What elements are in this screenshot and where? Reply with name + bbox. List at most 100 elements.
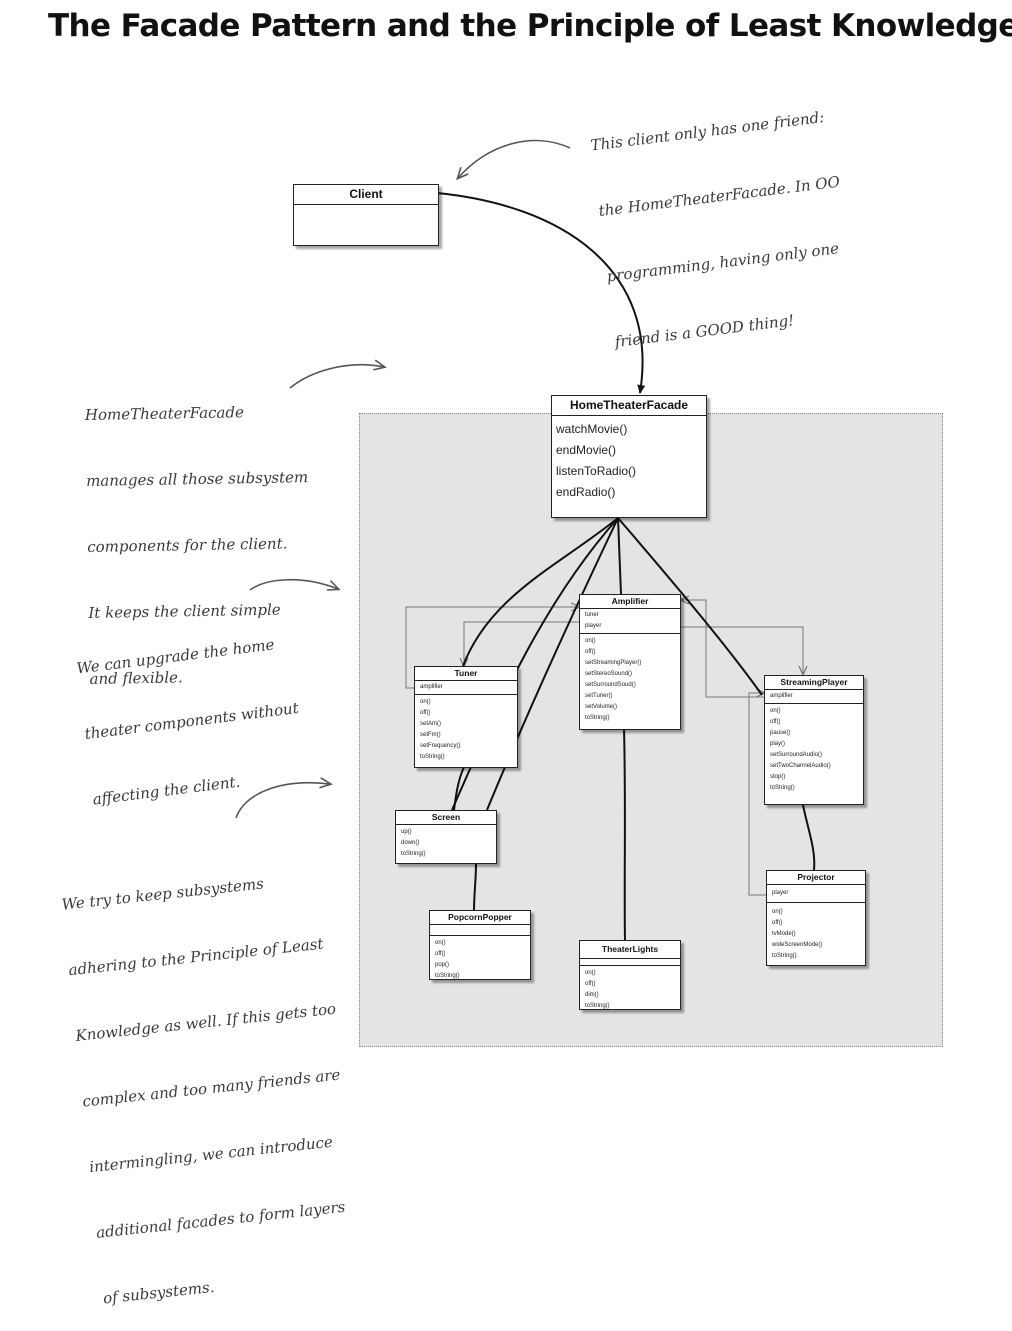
operation: on()	[770, 708, 781, 714]
screen-class: Screen up() down() toString()	[395, 810, 497, 864]
operation: down()	[401, 840, 420, 846]
subsystems-note: We try to keep subsystems adhering to th…	[56, 823, 367, 1331]
amplifier-tuner-dependency	[464, 621, 579, 666]
operation: tvMode()	[772, 931, 796, 937]
class-name: Projector	[767, 871, 865, 885]
operation: setStereoSound()	[585, 671, 633, 677]
subsystems-note-line: adhering to the Principle of Least	[67, 934, 325, 980]
operation: off()	[420, 710, 431, 716]
facade-note-line: manages all those subsystem	[85, 468, 309, 490]
upgrade-note: We can upgrade the home theater componen…	[70, 588, 311, 833]
operation: setSurroundSoud()	[585, 682, 636, 688]
tuner-class: Tuner amplifier on() off() setAm() setFm…	[414, 666, 518, 768]
client-note-line: This client only has one friend:	[589, 108, 826, 155]
facade-player-link	[617, 517, 763, 696]
facade-tuner-link	[462, 517, 619, 667]
projector-player-dependency	[748, 693, 766, 896]
operation: off()	[770, 719, 781, 725]
operation: setFm()	[420, 732, 441, 738]
subsystems-note-arrow	[235, 777, 333, 819]
class-name: Client	[294, 185, 438, 205]
operation: on()	[772, 909, 783, 915]
operation: up()	[401, 829, 412, 835]
upgrade-note-line: affecting the client.	[91, 772, 242, 809]
operation: toString()	[401, 851, 426, 857]
operation: endMovie()	[556, 443, 617, 457]
facade-class: HomeTheaterFacade watchMovie() endMovie(…	[551, 395, 707, 518]
subsystems-note-line: We try to keep subsystems	[60, 874, 265, 914]
operation: toString()	[435, 973, 460, 979]
operation: off()	[585, 981, 596, 987]
subsystems-note-line: Knowledge as well. If this gets too	[74, 999, 337, 1045]
class-name: HomeTheaterFacade	[552, 396, 706, 416]
operation: pop()	[435, 962, 450, 968]
operation: setSurroundAudio()	[770, 752, 823, 758]
subsystems-note-line: intermingling, we can introduce	[88, 1132, 334, 1177]
screen-popper-link	[473, 862, 477, 911]
page-title: The Facade Pattern and the Principle of …	[48, 8, 1012, 44]
facade-amplifier-link	[617, 517, 622, 595]
class-name: Tuner	[415, 667, 517, 681]
operation: endRadio()	[556, 485, 616, 499]
attribute: amplifier	[770, 693, 793, 699]
operation: wideScreenMode()	[772, 942, 823, 948]
theater-lights-class: TheaterLights on() off() dim() toString(…	[579, 940, 681, 1010]
operation: toString()	[585, 715, 610, 721]
operation: setFrequency()	[420, 743, 461, 749]
class-name: StreamingPlayer	[765, 676, 863, 690]
client-note-line: programming, having only one	[605, 239, 840, 286]
operation: setVolume()	[585, 704, 618, 710]
operation: pause()	[770, 730, 791, 736]
subsystems-note-line: of subsystems.	[102, 1277, 216, 1308]
tuner-amplifier-dependency	[405, 607, 579, 689]
facade-popper-link	[486, 517, 619, 811]
facade-note-line: components for the client.	[87, 534, 288, 556]
operation: setAm()	[420, 721, 441, 727]
client-class: Client	[293, 184, 439, 246]
class-name: TheaterLights	[580, 941, 680, 959]
player-amplifier-dependency	[681, 600, 764, 698]
upgrade-note-line: We can upgrade the home	[75, 635, 276, 678]
operation: setTwoChannelAudio()	[770, 763, 831, 769]
class-name: Amplifier	[580, 595, 680, 609]
client-note-arrow	[456, 139, 571, 181]
operation: off()	[435, 951, 446, 957]
operation: listenToRadio()	[556, 464, 637, 478]
operation: setStreamingPlayer()	[585, 660, 642, 666]
operation: dim()	[585, 992, 599, 998]
connectors	[235, 139, 816, 941]
client-facade-association	[436, 192, 646, 394]
streaming-player-class: StreamingPlayer amplifier on() off() pau…	[764, 675, 864, 805]
class-name: PopcornPopper	[430, 911, 530, 925]
operation: watchMovie()	[556, 422, 628, 436]
operation: toString()	[420, 754, 445, 760]
operation: stop()	[770, 774, 786, 780]
attribute: player	[585, 623, 602, 629]
operation: toString()	[770, 785, 795, 791]
operation: play()	[770, 741, 786, 747]
player-projector-link	[802, 804, 816, 871]
facade-note-arrow	[289, 359, 387, 389]
operation: on()	[585, 970, 596, 976]
operation: on()	[420, 699, 431, 705]
projector-class: Projector player on() off() tvMode() wid…	[766, 870, 866, 966]
operation: off()	[772, 920, 783, 926]
operation: toString()	[772, 953, 797, 959]
upgrade-note-line: theater components without	[83, 698, 300, 744]
operation: toString()	[585, 1003, 610, 1009]
popcorn-popper-class: PopcornPopper on() off() pop() toString(…	[429, 910, 531, 980]
subsystems-note-line: additional facades to form layers	[95, 1197, 347, 1242]
facade-lights-link	[623, 727, 626, 941]
tuner-screen-link	[453, 766, 465, 811]
operation: on()	[435, 940, 446, 946]
client-note: This client only has one friend: the Hom…	[584, 61, 860, 374]
amplifier-class: Amplifier tuner player on() off() setStr…	[579, 594, 681, 730]
class-name: Screen	[396, 811, 496, 825]
attribute: tuner	[585, 612, 599, 618]
attribute: amplifier	[420, 684, 443, 690]
attribute: player	[772, 890, 789, 896]
upgrade-note-arrow	[249, 578, 341, 591]
client-note-line: the HomeTheaterFacade. In OO	[597, 172, 841, 221]
operation: setTuner()	[585, 693, 613, 699]
operation: on()	[585, 638, 596, 644]
